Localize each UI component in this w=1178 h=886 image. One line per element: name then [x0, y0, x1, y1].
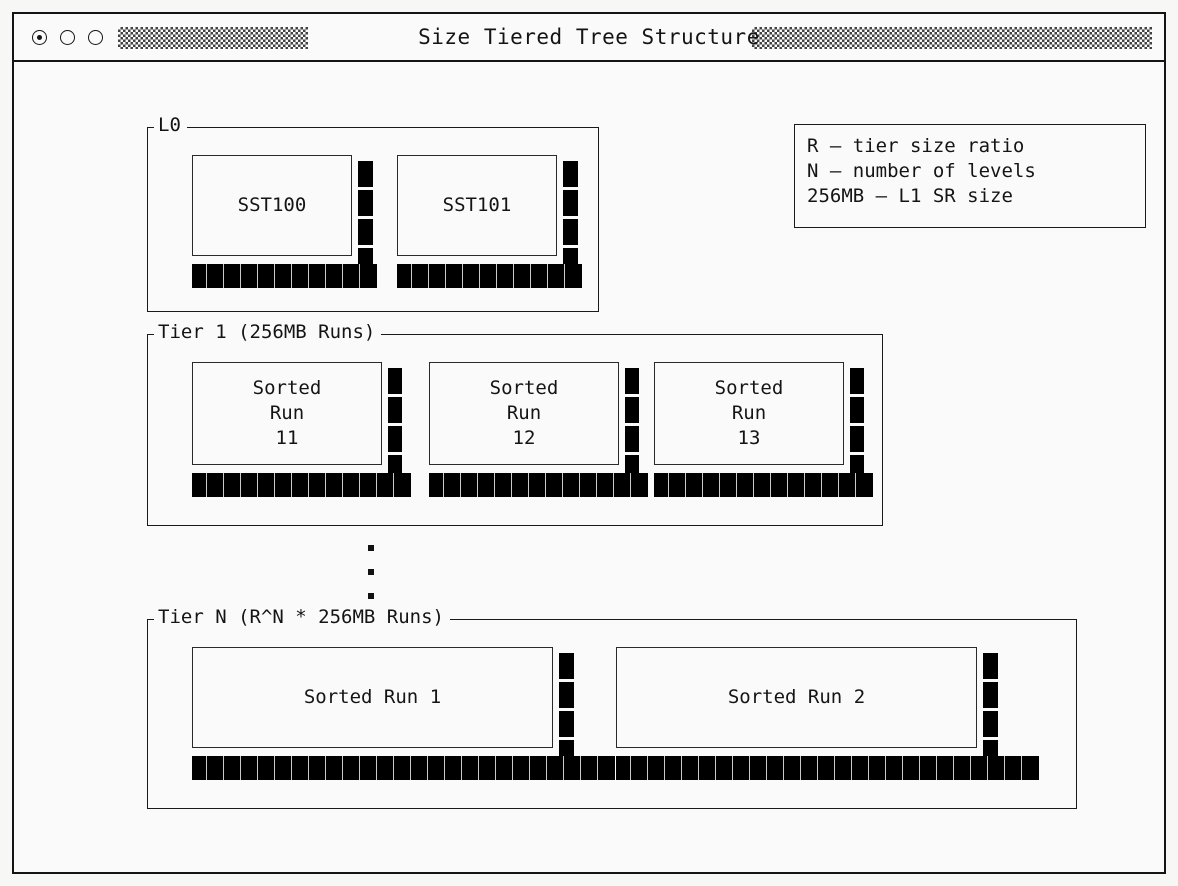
unit-sst101-vstrip [563, 161, 578, 274]
unit-sorted-run-13-vstrip [850, 368, 864, 481]
unit-sst101-hstrip [397, 264, 582, 288]
unit-sorted-run-2-hstrip [616, 756, 1039, 780]
unit-sorted-run-11-hstrip [192, 473, 411, 497]
legend-line-size: 256MB — L1 SR size [807, 185, 1013, 207]
unit-sst100-box[interactable]: SST100 [192, 155, 352, 256]
group-l0-label: L0 [154, 115, 187, 135]
legend-box: R — tier size ratio N — number of levels… [794, 124, 1146, 228]
legend-line-levels: N — number of levels [807, 160, 1036, 182]
legend-line-ratio: R — tier size ratio [807, 135, 1025, 157]
unit-sorted-run-1-vstrip [559, 653, 574, 766]
unit-sorted-run-1-box[interactable]: Sorted Run 1 [192, 647, 553, 748]
unit-sorted-run-11-vstrip [388, 368, 402, 481]
unit-sorted-run-12-hstrip [429, 473, 648, 497]
ellipsis-dot [368, 569, 374, 575]
group-tier1: Tier 1 (256MB Runs) Sorted Run 11 [147, 322, 883, 526]
ellipsis-dot [368, 545, 374, 551]
unit-sorted-run-12-vstrip [625, 368, 639, 481]
titlebar-hatch-right [752, 27, 1152, 49]
unit-sorted-run-12-box[interactable]: Sorted Run 12 [429, 362, 619, 465]
unit-sorted-run-1-hstrip [192, 756, 615, 780]
unit-sorted-run-2-box[interactable]: Sorted Run 2 [616, 647, 977, 748]
unit-sorted-run-11-box[interactable]: Sorted Run 11 [192, 362, 382, 465]
app-window: Size Tiered Tree Structure R — tier size… [12, 12, 1166, 874]
unit-sorted-run-2-vstrip [983, 653, 998, 766]
vertical-ellipsis [368, 545, 374, 599]
unit-sorted-run-13-box[interactable]: Sorted Run 13 [654, 362, 844, 465]
unit-sst101-box[interactable]: SST101 [397, 155, 557, 256]
unit-sst100-hstrip [192, 264, 377, 288]
group-tierN-label: Tier N (R^N * 256MB Runs) [154, 607, 450, 627]
unit-sst100-vstrip [358, 161, 373, 274]
window-dot-2-icon[interactable] [60, 29, 75, 45]
window-dot-3-icon[interactable] [88, 29, 103, 45]
group-tierN: Tier N (R^N * 256MB Runs) Sorted Run 1 [147, 607, 1077, 809]
title-bar: Size Tiered Tree Structure [14, 14, 1164, 62]
ellipsis-dot [368, 593, 374, 599]
unit-sorted-run-13-hstrip [654, 473, 873, 497]
group-tier1-label: Tier 1 (256MB Runs) [154, 322, 382, 342]
window-controls[interactable] [32, 14, 103, 60]
diagram-canvas: R — tier size ratio N — number of levels… [14, 62, 1164, 872]
group-l0: L0 SST100 [147, 115, 599, 312]
window-dot-active-icon[interactable] [32, 29, 47, 45]
titlebar-hatch-left [118, 27, 308, 49]
